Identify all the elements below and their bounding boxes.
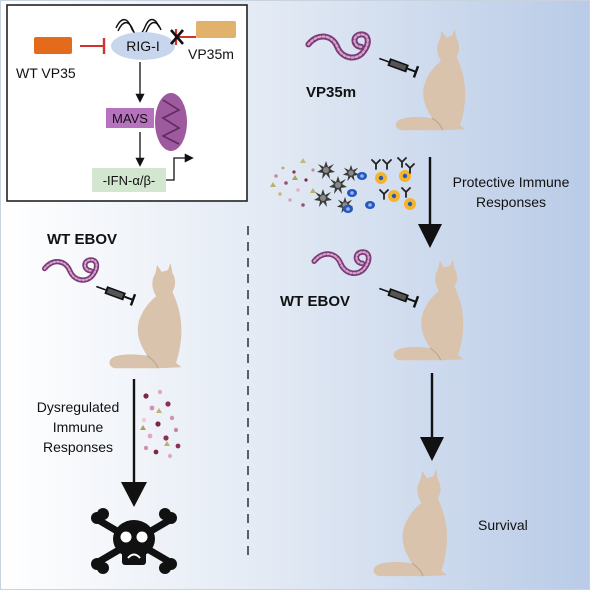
protective-line2: Responses (476, 194, 546, 210)
left-panel: WT EBOV Dysregulated Immune Responses (37, 231, 182, 574)
dysregulated-line1: Dysregulated (37, 399, 120, 415)
arrow-dysregulated-head-icon (121, 482, 147, 507)
immune-cells-icon (314, 161, 416, 214)
arrow-survival-head-icon (420, 437, 444, 461)
cytokine-cluster-icon (270, 158, 316, 207)
wt-vp35-block (34, 37, 72, 54)
survival-label: Survival (478, 517, 528, 533)
wt-vp35-label: WT VP35 (16, 65, 76, 81)
vp35m-block (196, 21, 236, 38)
rig-i-label: RIG-I (126, 38, 159, 54)
dysregulated-line3: Responses (43, 439, 113, 455)
ifn-label: -IFN-α/β- (103, 173, 156, 188)
transcription-arrow-icon (166, 153, 194, 181)
mavs-node (106, 108, 154, 128)
vp35m-label: VP35m (306, 84, 356, 101)
left-wt-ebov-label: WT EBOV (47, 231, 117, 248)
skull-crossbones-icon (91, 508, 177, 574)
dysregulated-cytokines-icon (140, 389, 181, 459)
cross-x-icon (170, 29, 184, 45)
rig-i-node (111, 32, 175, 60)
inset-vp35m-label: VP35m (188, 46, 234, 62)
ifn-gene-box (92, 168, 166, 192)
mavs-label: MAVS (112, 111, 148, 126)
protective-line1: Protective Immune (453, 174, 570, 190)
arrow-protective-head-icon (418, 224, 442, 248)
right-wt-ebov-label: WT EBOV (280, 293, 350, 310)
right-panel: VP35m (270, 28, 570, 577)
mitochondrion-icon (155, 93, 187, 151)
mitochondrion-cristae (161, 99, 181, 145)
dysregulated-line2: Immune (53, 419, 104, 435)
pathway-inset: WT VP35 RIG-I VP35m MAVS -IFN-α/β- (6, 4, 248, 202)
